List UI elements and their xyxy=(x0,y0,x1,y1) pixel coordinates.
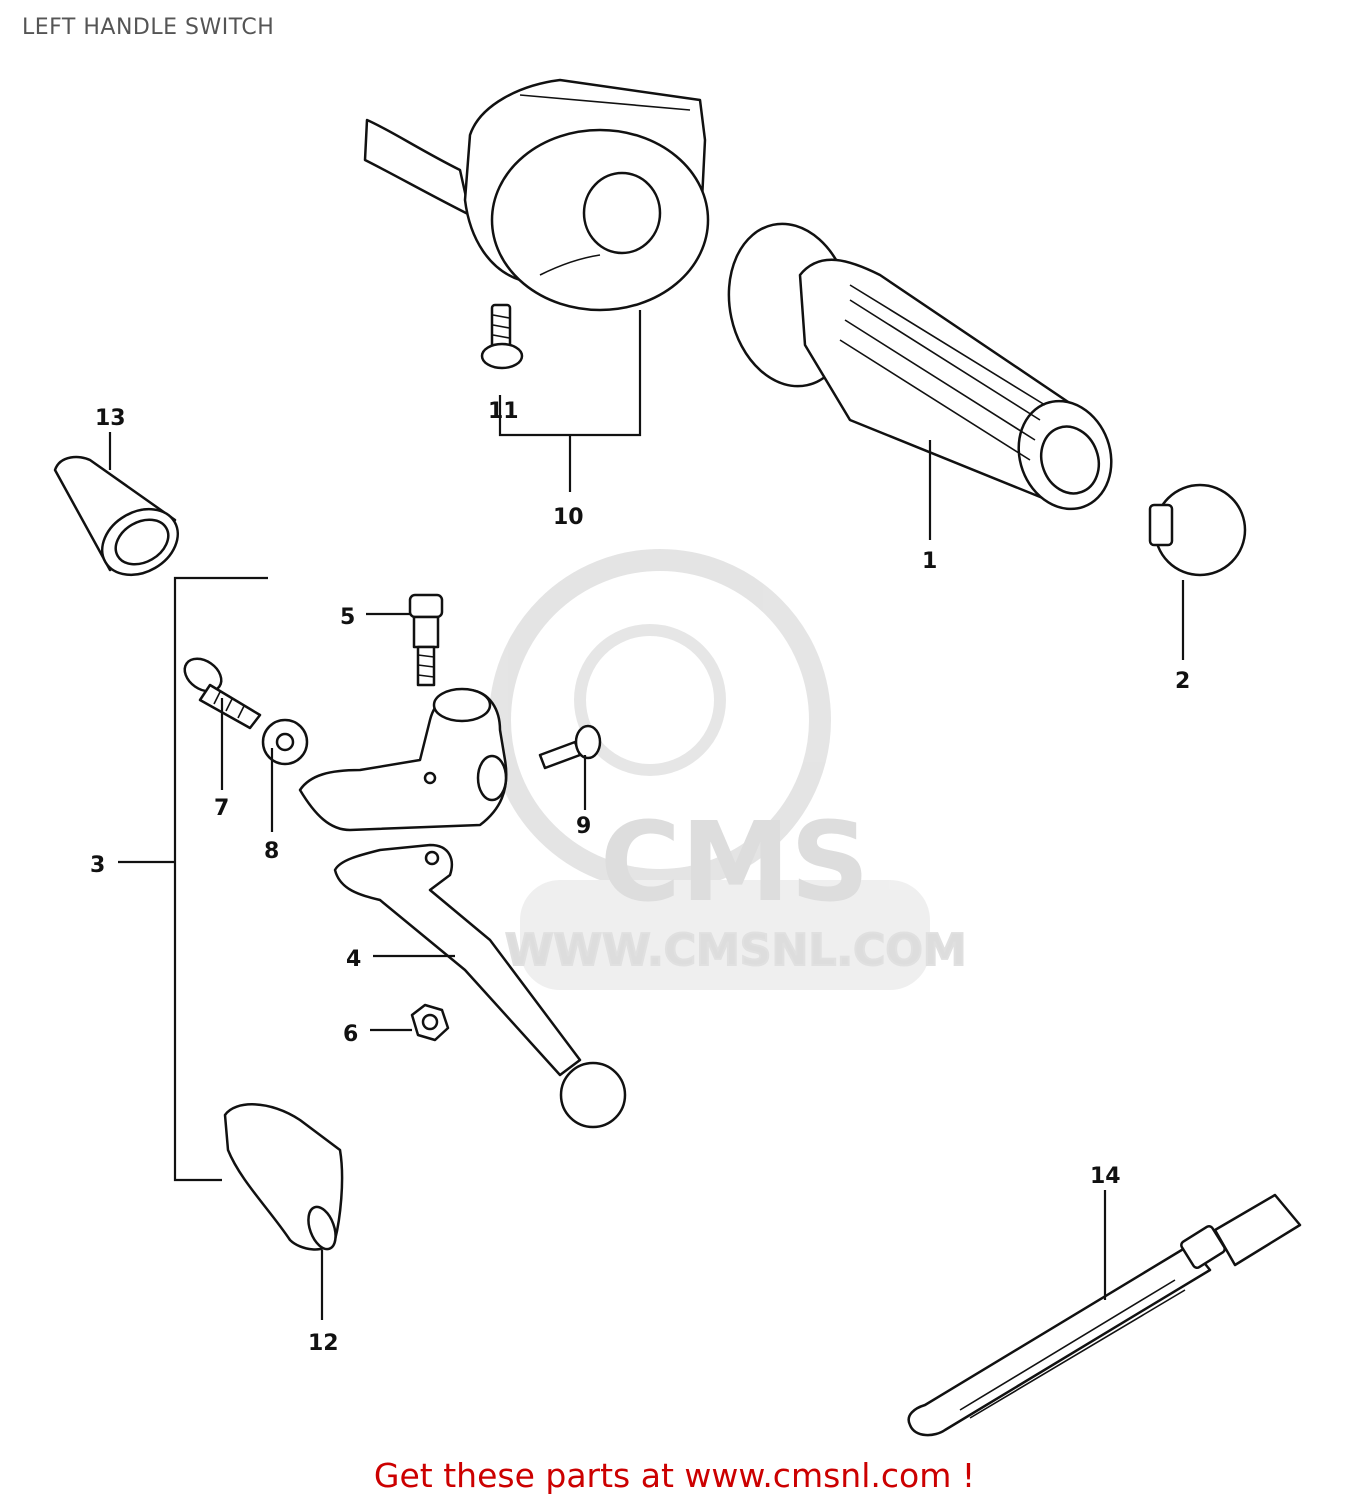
part-6-nut[interactable] xyxy=(410,1003,450,1042)
callout-1: 1 xyxy=(922,549,937,574)
callout-8: 8 xyxy=(264,839,279,864)
page-title: LEFT HANDLE SWITCH xyxy=(22,15,275,40)
part-9-screw[interactable] xyxy=(538,724,602,770)
part-7-adjuster-bolt[interactable] xyxy=(179,652,262,730)
part-4-clutch-lever[interactable] xyxy=(333,843,627,1129)
part-14-cable-tie[interactable] xyxy=(907,1193,1302,1437)
part-1-grip[interactable] xyxy=(714,212,1126,522)
footer-link[interactable]: Get these parts at www.cmsnl.com ! xyxy=(373,1456,976,1495)
callout-11: 11 xyxy=(488,399,519,424)
callout-12: 12 xyxy=(308,1331,339,1356)
callout-10: 10 xyxy=(553,505,584,530)
part-12-lever-boot[interactable] xyxy=(223,1103,344,1252)
callout-labels: 1 2 3 4 5 6 7 8 9 10 11 12 13 14 xyxy=(90,399,1190,1356)
part-10-handle-switch[interactable] xyxy=(363,78,710,312)
callout-9: 9 xyxy=(576,814,591,839)
callout-7: 7 xyxy=(214,796,229,821)
watermark-url: WWW.CMSNL.COM xyxy=(505,925,967,976)
leader-lines xyxy=(108,310,1185,1320)
part-3-lever-holder[interactable] xyxy=(298,687,508,832)
callout-6: 6 xyxy=(343,1022,358,1047)
callout-4: 4 xyxy=(346,947,361,972)
callout-13: 13 xyxy=(95,406,126,431)
callout-2: 2 xyxy=(1175,669,1190,694)
watermark-brand: CMS xyxy=(600,798,869,926)
part-11-screw[interactable] xyxy=(480,303,524,370)
callout-3: 3 xyxy=(90,853,105,878)
part-2-end-cap[interactable] xyxy=(1148,483,1247,577)
part-8-lock-nut[interactable] xyxy=(261,718,309,766)
part-5-pivot-bolt[interactable] xyxy=(408,593,444,687)
callout-5: 5 xyxy=(340,605,355,630)
cms-watermark: CMS WWW.CMSNL.COM xyxy=(489,549,968,990)
part-13-cable-cover[interactable] xyxy=(53,455,190,588)
callout-14: 14 xyxy=(1090,1164,1121,1189)
